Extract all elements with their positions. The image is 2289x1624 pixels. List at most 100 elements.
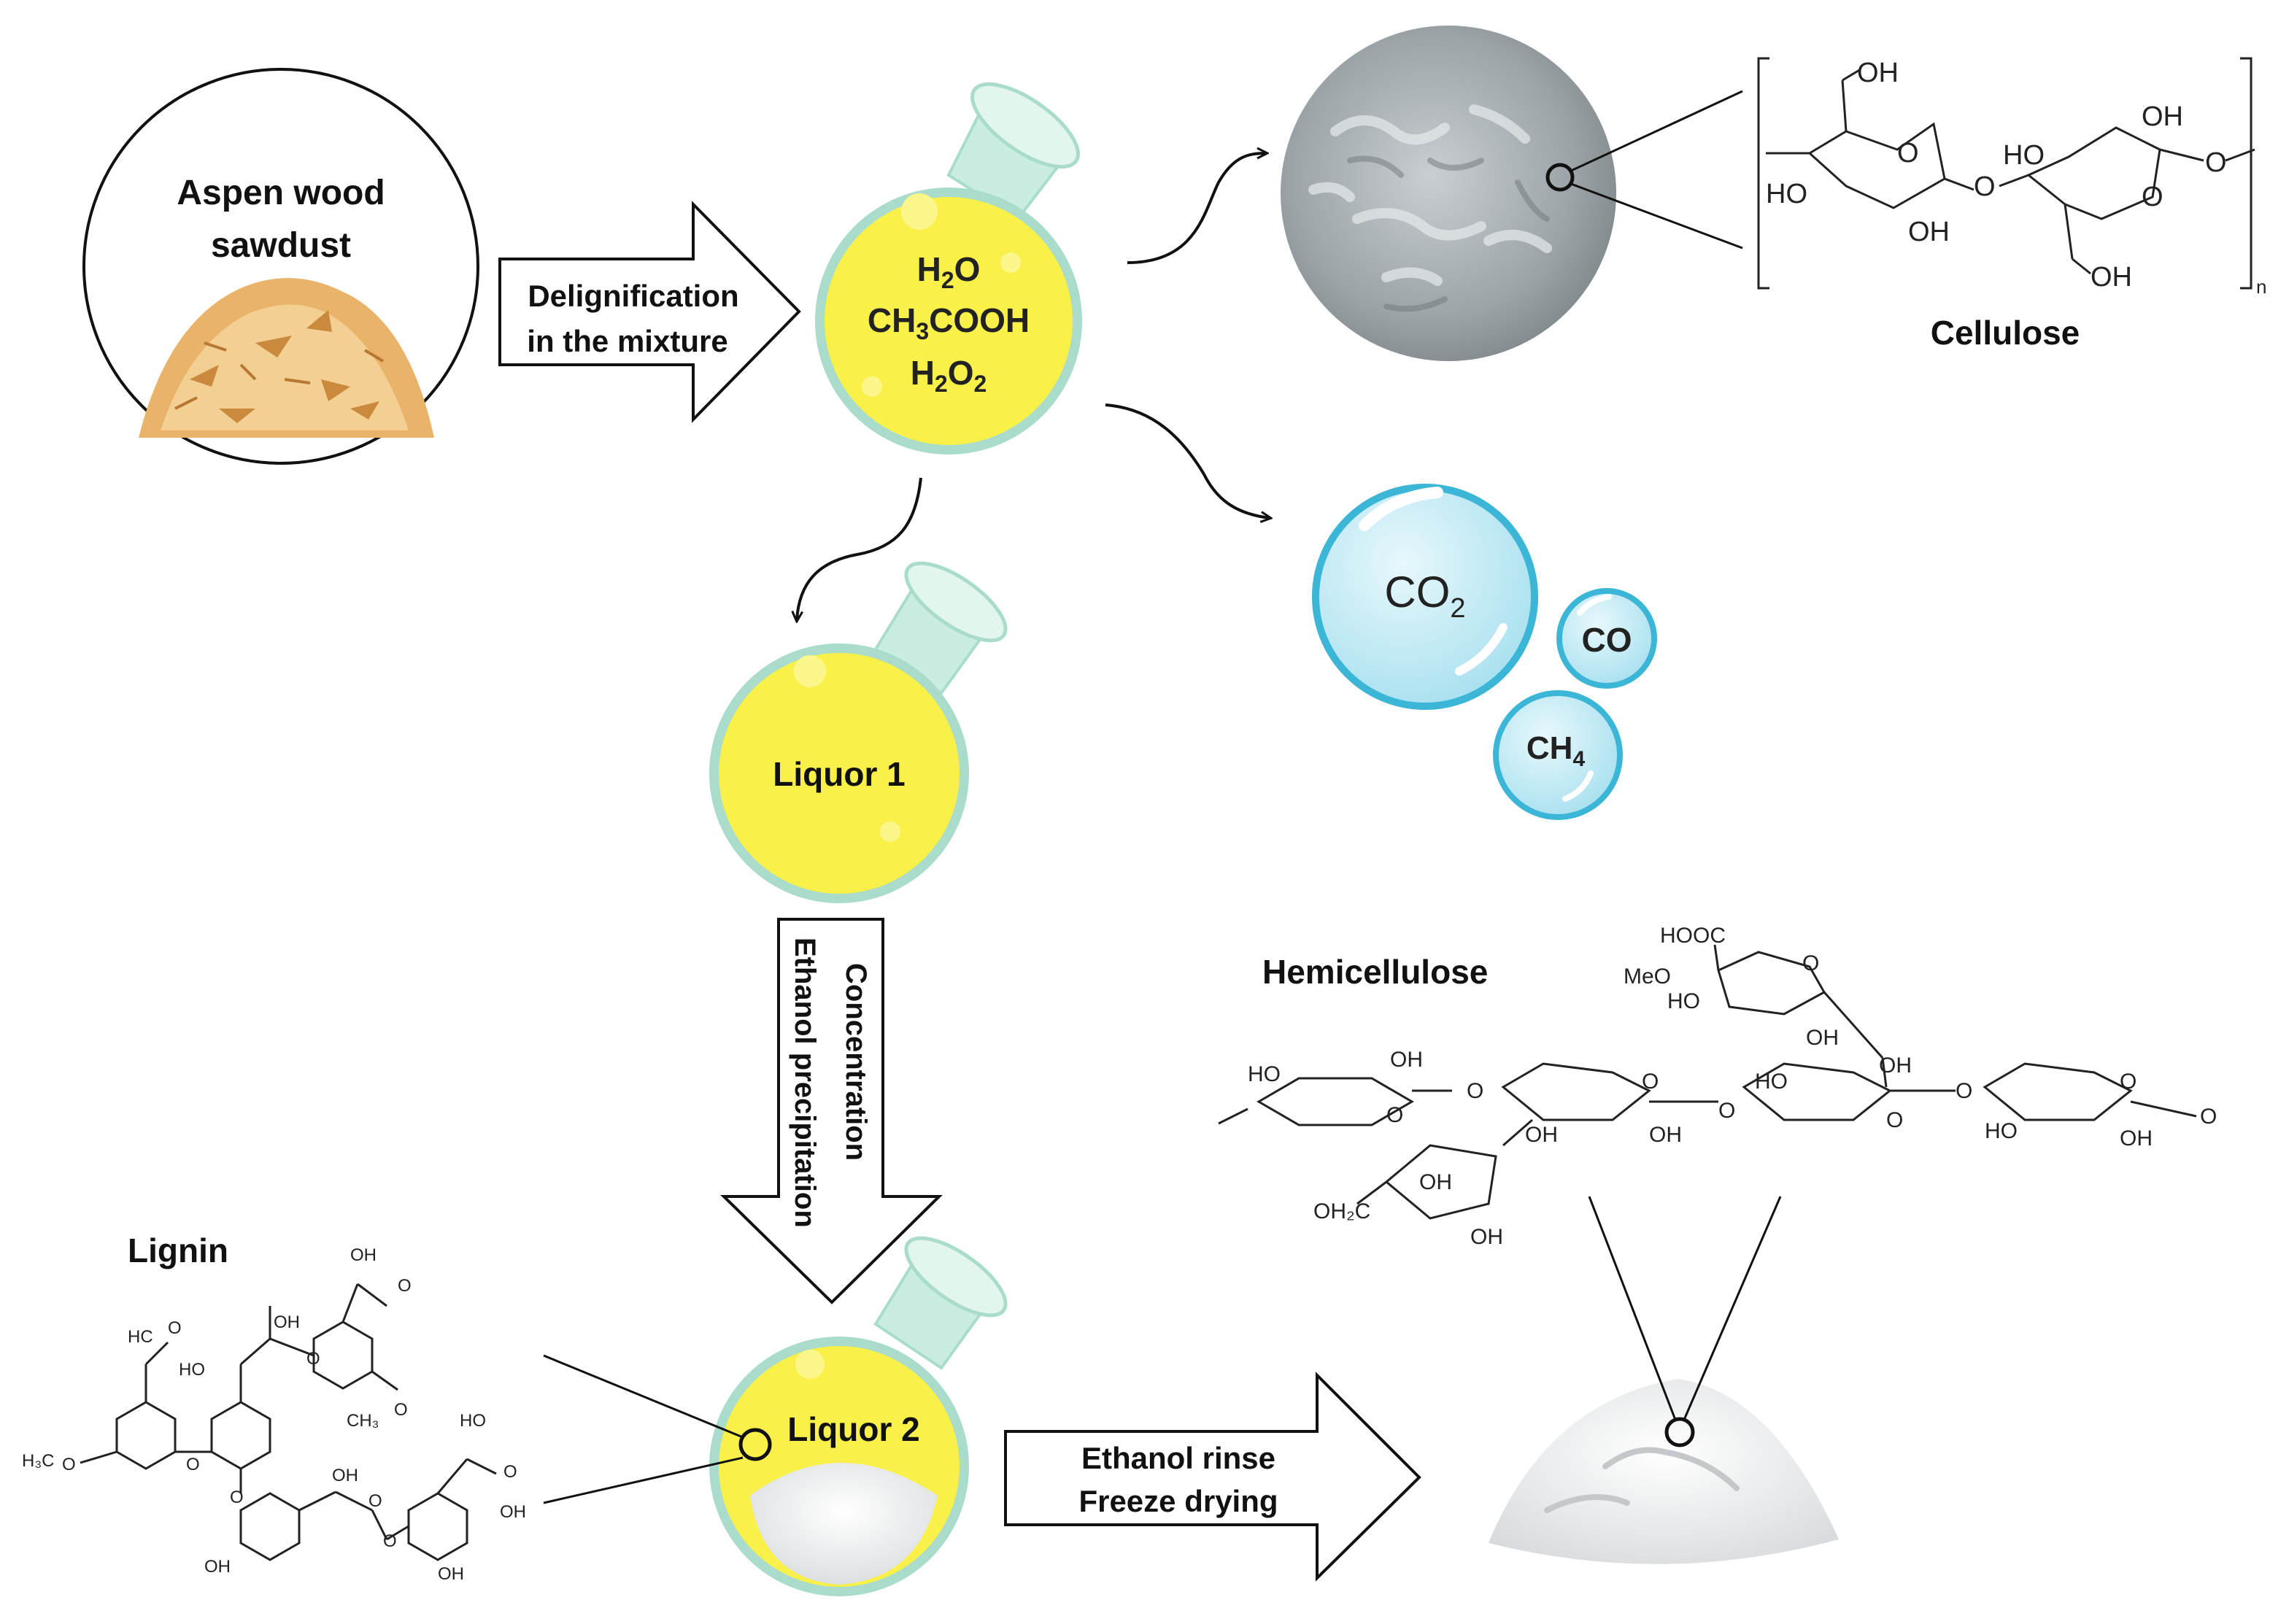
arrow-to-liquor1	[797, 477, 922, 620]
arrow-to-gases	[1105, 403, 1270, 518]
concentration-arrow: Concentration Ethanol precipitation	[720, 918, 943, 1304]
svg-text:OH: OH	[1470, 1225, 1503, 1249]
svg-text:HO: HO	[2003, 140, 2045, 171]
hemicellulose-zoom-marker	[1664, 1417, 1695, 1447]
cellulose-zoom-marker	[1545, 163, 1575, 192]
cellulose-powder-image	[1281, 26, 1743, 361]
svg-text:OH: OH	[274, 1312, 300, 1332]
svg-text:O: O	[1974, 171, 1996, 202]
ethanol-rinse-arrow: Ethanol rinse Freeze drying	[1004, 1372, 1421, 1582]
svg-text:O: O	[394, 1400, 408, 1420]
flask-acetic-acid: CH3COOH	[868, 301, 1030, 344]
svg-text:O: O	[398, 1276, 412, 1296]
rinse-label-line1: Ethanol rinse	[1081, 1441, 1275, 1475]
gas-bubbles: CO2 CO CH4	[1312, 484, 1657, 820]
arrow-to-cellulose	[1127, 153, 1266, 264]
svg-text:O: O	[168, 1318, 182, 1338]
reaction-flask: H2O CH3COOH H2O2	[815, 82, 1082, 455]
liquor1-label: Liquor 1	[773, 755, 905, 793]
lignin-structure-labels: OH O HC O OH HO O O CH₃ H₃C O O O OH O O…	[22, 1245, 526, 1584]
cellulose-label: Cellulose	[1931, 314, 2080, 352]
svg-text:OH: OH	[1419, 1170, 1452, 1194]
lignin-structure	[80, 1283, 497, 1561]
cellulose-structure-labels: OH O HO OH O OH HO O O OH n	[1766, 58, 2266, 298]
svg-text:O: O	[1802, 951, 1819, 975]
delignification-label-line2: in the mixture	[527, 324, 727, 358]
hemicellulose-powder-image	[1489, 1196, 1839, 1564]
liquor2-flask: Liquor 2	[709, 1236, 1008, 1596]
delignification-label-line1: Delignification	[528, 279, 738, 313]
svg-text:OH: OH	[2120, 1126, 2153, 1151]
liquor1-flask: Liquor 1	[709, 561, 1008, 903]
svg-text:OH: OH	[1390, 1048, 1423, 1072]
svg-text:HO: HO	[1985, 1119, 2018, 1143]
sawdust-pile-image	[139, 278, 434, 438]
ch4-label: CH4	[1526, 730, 1586, 771]
delignification-arrow: Delignification in the mixture	[498, 201, 801, 423]
svg-text:O: O	[186, 1455, 200, 1474]
svg-text:HO: HO	[460, 1411, 486, 1431]
svg-text:HOOC: HOOC	[1660, 924, 1726, 948]
aspen-label-line2: sawdust	[211, 226, 351, 265]
lignin-label: Lignin	[128, 1231, 228, 1269]
svg-text:O: O	[2200, 1105, 2217, 1129]
svg-text:HC: HC	[128, 1327, 153, 1347]
svg-text:n: n	[2256, 276, 2266, 298]
svg-text:O: O	[368, 1491, 382, 1511]
flask-h2o: H2O	[917, 250, 981, 293]
svg-text:O: O	[1956, 1079, 1972, 1103]
svg-text:O: O	[503, 1462, 517, 1482]
svg-text:OH: OH	[204, 1557, 231, 1577]
svg-text:O: O	[1897, 138, 1919, 169]
svg-text:O: O	[2142, 182, 2163, 212]
svg-text:OH: OH	[500, 1502, 526, 1522]
svg-text:HO: HO	[1766, 179, 1807, 209]
svg-text:O: O	[1386, 1103, 1403, 1127]
svg-text:MeO: MeO	[1624, 964, 1671, 989]
svg-text:O: O	[1886, 1108, 1903, 1132]
svg-text:OH: OH	[1879, 1053, 1912, 1078]
svg-text:OH: OH	[438, 1564, 464, 1584]
svg-text:OH: OH	[1908, 217, 1950, 247]
liquor2-label: Liquor 2	[787, 1410, 919, 1448]
svg-text:OH: OH	[2142, 101, 2183, 132]
aspen-sawdust-node: Aspen wood sawdust	[82, 68, 479, 465]
co2-bubble: CO2	[1312, 484, 1538, 710]
svg-text:O: O	[62, 1455, 76, 1474]
svg-text:OH: OH	[350, 1245, 377, 1265]
svg-text:OH: OH	[1806, 1026, 1839, 1050]
svg-text:OH: OH	[1857, 58, 1899, 88]
svg-text:O: O	[1467, 1079, 1483, 1103]
rinse-label-line2: Freeze drying	[1078, 1484, 1278, 1518]
aspen-label-line1: Aspen wood	[177, 174, 385, 212]
concentration-label-line2: Ethanol precipitation	[789, 937, 821, 1228]
svg-text:O: O	[1642, 1070, 1659, 1094]
lignin-zoom-marker	[738, 1428, 772, 1461]
svg-text:OH: OH	[1649, 1123, 1682, 1147]
svg-text:H₃C: H₃C	[22, 1451, 54, 1471]
svg-text:OH₂C: OH₂C	[1313, 1199, 1370, 1223]
svg-text:OH: OH	[332, 1466, 358, 1485]
hemicellulose-structure	[1218, 944, 2197, 1220]
svg-text:HO: HO	[1248, 1062, 1281, 1086]
svg-text:O: O	[2120, 1070, 2136, 1094]
flask-peroxide: H2O2	[911, 354, 987, 397]
svg-text:O: O	[230, 1488, 244, 1507]
concentration-label-line1: Concentration	[840, 963, 872, 1161]
hemicellulose-structure-labels: HOOC O MeO HO OH HO OH O O O OH HO O OH …	[1248, 924, 2217, 1249]
svg-text:HO: HO	[1755, 1070, 1788, 1094]
svg-text:OH: OH	[1525, 1123, 1558, 1147]
svg-text:CH₃: CH₃	[347, 1411, 379, 1431]
svg-text:O: O	[306, 1349, 320, 1369]
hemicellulose-label: Hemicellulose	[1262, 953, 1488, 991]
svg-text:HO: HO	[179, 1360, 205, 1380]
co2-label: CO2	[1384, 568, 1465, 624]
svg-text:HO: HO	[1667, 989, 1700, 1013]
svg-text:O: O	[1718, 1099, 1735, 1123]
co-bubble: CO	[1556, 588, 1657, 689]
ch4-bubble: CH4	[1493, 690, 1623, 820]
cellulose-structure	[1757, 57, 2255, 290]
svg-text:O: O	[383, 1531, 397, 1551]
svg-text:O: O	[2205, 147, 2227, 178]
co-label: CO	[1582, 621, 1632, 659]
